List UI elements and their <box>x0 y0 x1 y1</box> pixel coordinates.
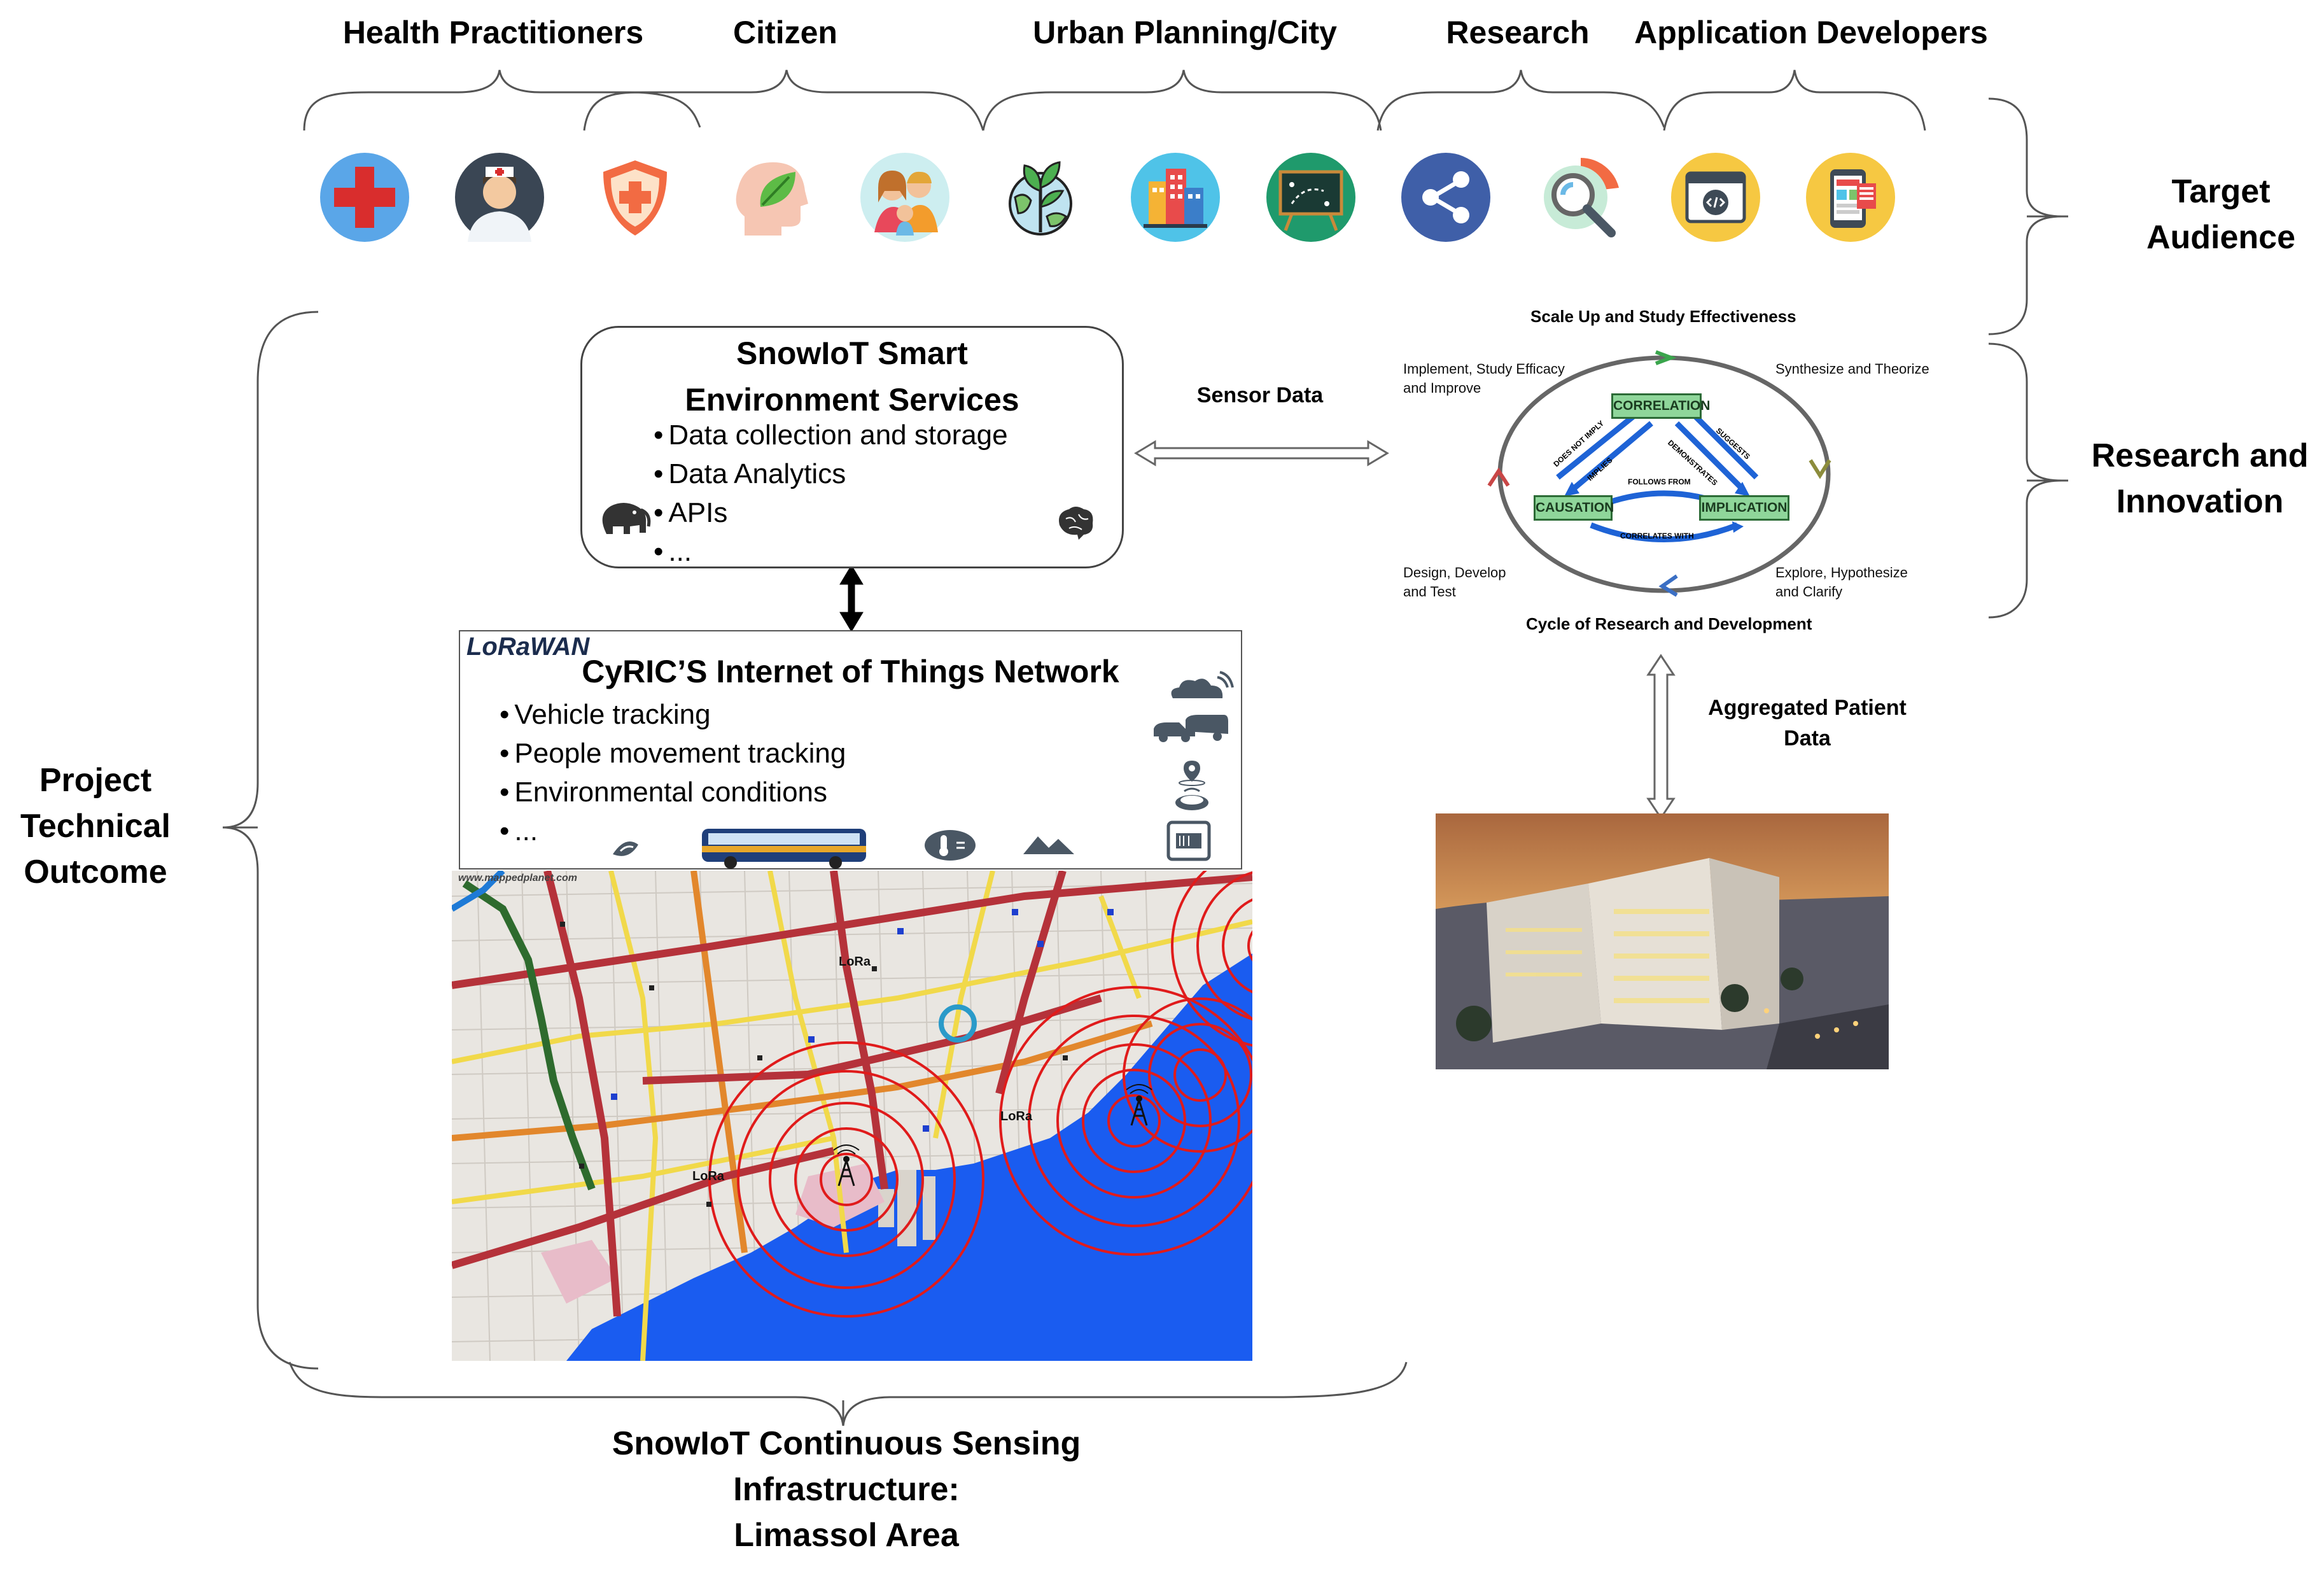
location-pin-icon <box>1179 761 1205 786</box>
services-title-line1: SnowIoT Smart <box>736 335 968 371</box>
sensor-disc-icon <box>1175 787 1208 810</box>
lora-station-label: LoRa <box>692 1169 724 1183</box>
services-item: Data collection and storage <box>654 416 1007 454</box>
services-title-line2: Environment Services <box>685 382 1019 418</box>
research-cycle-diagram <box>1487 350 1831 597</box>
device-panel-icon <box>1166 820 1211 861</box>
health-shield-icon <box>591 153 680 242</box>
services-item: Data Analytics <box>654 454 1008 493</box>
research-innovation-label: Research and Innovation <box>2091 437 2309 520</box>
sensor-data-label: Sensor Data <box>1196 383 1324 407</box>
earth-plant-icon <box>996 153 1085 242</box>
causation-box: CAUSATION <box>1534 495 1614 521</box>
cycle-step-synthesize: Synthesize and Theorize <box>1775 361 1929 377</box>
network-item: Environmental conditions <box>500 773 846 812</box>
network-item: People movement tracking <box>500 734 846 773</box>
family-icon <box>860 153 949 242</box>
network-title: CyRIC’S Internet of Things Network <box>582 654 1119 689</box>
strategy-board-icon <box>1266 153 1355 242</box>
red-cross-icon <box>320 153 409 242</box>
limassol-map <box>452 871 1252 1361</box>
network-item: ... <box>500 812 846 850</box>
category-research: Research <box>1446 15 1590 50</box>
category-citizen: Citizen <box>733 15 837 50</box>
services-box: SnowIoT Smart Environment Services Data … <box>580 326 1124 568</box>
category-urban-planning: Urban Planning/City <box>1033 15 1337 50</box>
water-drop-icon <box>613 841 638 856</box>
lora-station-label: LoRa <box>1000 1109 1032 1123</box>
services-item: APIs <box>654 493 1008 532</box>
hadoop-elephant-icon <box>602 503 651 534</box>
mobile-app-icon <box>1806 153 1895 242</box>
services-item: ... <box>654 532 1008 571</box>
lorawan-logo: LoRaWAN <box>466 633 590 661</box>
nurse-icon <box>455 153 544 242</box>
network-item: Vehicle tracking <box>500 695 846 734</box>
category-application-developers: Application Developers <box>1634 15 1988 50</box>
cycle-step-implement: Implement, Study Efficacy and Improve <box>1403 361 1565 396</box>
project-technical-outcome-label: Project Technical Outcome <box>20 762 171 890</box>
target-audience-label: Target Audience <box>2146 173 2296 256</box>
mountain-wind-icon <box>1023 836 1074 858</box>
mind-leaf-icon <box>725 153 815 242</box>
share-icon <box>1401 153 1490 242</box>
brain-icon <box>1059 507 1093 540</box>
cycle-top-label: Scale Up and Study Effectiveness <box>1530 307 1796 326</box>
correlates-with-label: CORRELATES WITH <box>1620 531 1694 540</box>
weather-cloud-icon <box>1171 671 1234 698</box>
category-health-practitioners: Health Practitioners <box>342 15 644 50</box>
cycle-step-design: Design, Develop and Test <box>1403 565 1506 600</box>
vehicles-icon <box>1154 715 1228 742</box>
map-watermark: www.mappedplanet.com <box>458 873 577 883</box>
data-analysis-icon <box>1536 153 1625 242</box>
cycle-bottom-label: Cycle of Research and Development <box>1526 614 1812 633</box>
cycle-step-explore: Explore, Hypothesize and Clarify <box>1775 565 1908 600</box>
aggregated-patient-data-label: Aggregated Patient Data <box>1708 696 1907 750</box>
infrastructure-caption: SnowIoT Continuous Sensing Infrastructur… <box>612 1425 1081 1554</box>
thermometer-icon <box>925 830 976 861</box>
correlation-box: CORRELATION <box>1611 393 1710 419</box>
hospital-photo <box>1436 813 1889 1069</box>
iot-network-box: LoRaWAN CyRIC’S Internet of Things Netwo… <box>459 630 1242 869</box>
implication-box: IMPLICATION <box>1699 495 1789 521</box>
lora-station-label: LoRa <box>839 955 871 969</box>
code-window-icon <box>1671 153 1760 242</box>
city-buildings-icon <box>1131 153 1220 242</box>
follows-from-label: FOLLOWS FROM <box>1628 477 1691 486</box>
bus-icon <box>702 829 866 869</box>
